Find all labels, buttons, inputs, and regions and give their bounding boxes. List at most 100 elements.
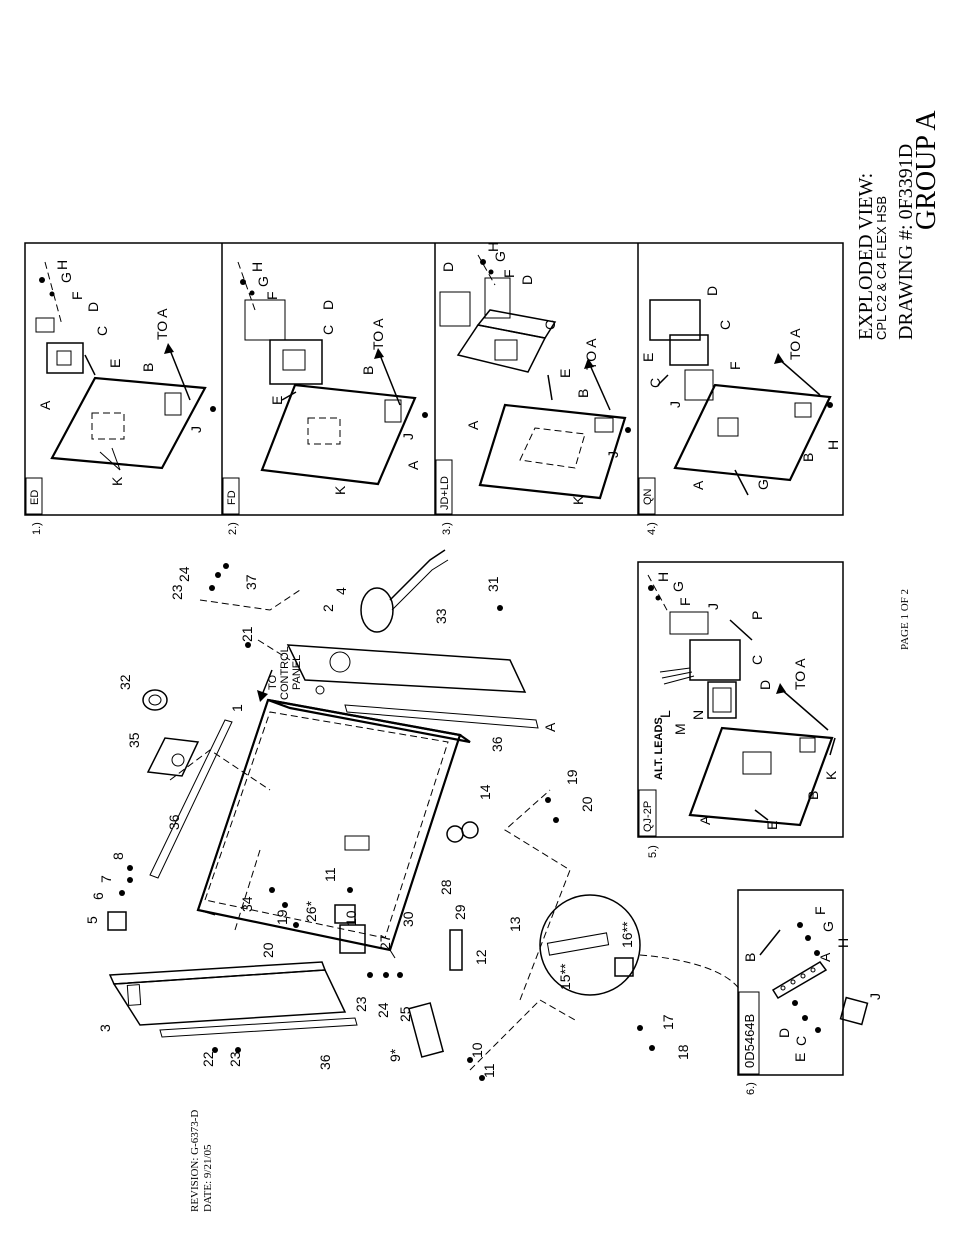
callout-37: 37 <box>243 574 259 590</box>
breaker-top <box>476 309 557 339</box>
nut-f <box>797 922 803 928</box>
drawing-number-text: DRAWING #: 0F3391D <box>895 144 917 340</box>
label-b: B <box>805 791 821 800</box>
label-l: L <box>657 710 673 718</box>
fastener <box>127 877 133 883</box>
label-j: J <box>400 433 416 440</box>
shield-plate <box>484 277 511 319</box>
panel-code-text: FD <box>226 490 238 505</box>
cover-plate-35 <box>146 737 200 777</box>
group-title: GROUP A <box>911 110 942 230</box>
assembly-line <box>234 849 261 931</box>
fastener-axis <box>237 261 256 311</box>
cutout <box>519 427 586 469</box>
label-n: N <box>690 710 706 720</box>
screw <box>657 374 669 386</box>
label-e: E <box>764 821 780 830</box>
callout-2: 2 <box>320 604 336 612</box>
arrowhead <box>164 343 174 354</box>
label-g: G <box>58 272 74 283</box>
label-c: C <box>793 1036 809 1046</box>
fastener <box>293 922 299 928</box>
leader <box>99 451 121 471</box>
cover-plate <box>260 383 417 486</box>
panel-ed: 1.) ED A B C D E F G H J K TO A <box>25 260 216 535</box>
svg-text:PANEL: PANEL <box>291 655 303 690</box>
breaker-body <box>649 299 701 341</box>
callout-27: 27 <box>377 934 393 950</box>
label-c: C <box>320 325 336 335</box>
cover-plate <box>673 383 832 482</box>
callout-36c: 36 <box>489 736 505 752</box>
panel-fd: 2.) FD A B C D E F G H J K TO A <box>222 261 428 535</box>
fitting-14 <box>446 825 464 843</box>
washer-g <box>805 935 811 941</box>
label-f: F <box>812 906 828 915</box>
callout-11b: 11 <box>481 1063 497 1078</box>
label-g: G <box>755 479 771 490</box>
conduit-cable <box>389 549 446 601</box>
label-h: H <box>825 440 841 450</box>
label-b: B <box>360 366 376 375</box>
nut-c <box>792 1000 798 1006</box>
callout-31: 31 <box>485 576 501 592</box>
label-h: H <box>655 572 671 582</box>
fastener <box>269 887 275 893</box>
callout-36: 36 <box>166 814 182 830</box>
terminal-block-9 <box>407 1002 445 1058</box>
to-a-arrow <box>781 689 829 731</box>
label-g: G <box>255 276 271 287</box>
revision-label: REVISION: G-6373-D <box>189 1110 201 1212</box>
cabinet-edge <box>197 909 216 916</box>
panel-index-text: 3.) <box>441 522 453 535</box>
callout-17: 17 <box>660 1014 676 1030</box>
fastener <box>235 1047 241 1053</box>
revision-text: REVISION: G-6373-D <box>189 1110 201 1212</box>
detail-circle <box>539 894 641 996</box>
panel-code-text: ED <box>29 490 41 505</box>
arrowhead <box>257 690 268 702</box>
arrowhead <box>774 353 784 364</box>
panel-code-box <box>638 477 656 515</box>
label-h: H <box>249 262 265 272</box>
label-a: A <box>697 815 713 825</box>
date-label: DATE: 9/21/05 <box>202 1144 214 1212</box>
fastener <box>282 902 288 908</box>
callout-34: 34 <box>239 896 255 912</box>
to-a-arrow <box>589 364 611 411</box>
panel-code-text: JD+LD <box>439 476 451 510</box>
lockwasher-e <box>815 1027 821 1033</box>
fastener <box>223 563 229 569</box>
callout-8: 8 <box>110 852 126 860</box>
panel-index-text: 5.) <box>647 845 659 858</box>
mounting-kit-inner <box>712 687 732 713</box>
washer <box>49 291 55 297</box>
terminal-hole <box>810 967 816 973</box>
fastener <box>383 972 389 978</box>
fastener <box>215 572 221 578</box>
shield-plate <box>669 611 709 635</box>
label-k: K <box>332 485 348 495</box>
panel-subtitle-text: ALT. LEADS <box>653 717 665 780</box>
gasket-strip-top <box>149 719 233 879</box>
terminal-hole <box>790 979 796 985</box>
terminal-strip-15 <box>546 932 610 956</box>
screw-j <box>422 412 428 418</box>
callout-26: 26* <box>303 900 319 922</box>
fitting-14 <box>461 821 479 839</box>
fastener <box>553 817 559 823</box>
fastener <box>637 1025 643 1031</box>
leader <box>111 447 121 471</box>
washer <box>655 595 661 601</box>
side-channel-hole <box>126 984 142 1006</box>
cover-plate <box>478 403 627 500</box>
callout-21: 21 <box>239 626 255 642</box>
svg-text:CONTROL: CONTROL <box>279 646 291 700</box>
callout-23b: 23 <box>227 1051 243 1067</box>
view-title: EXPLODED VIEW: <box>855 173 877 340</box>
label-c: C <box>749 655 765 665</box>
panel-border <box>737 889 844 1076</box>
label-e: E <box>640 353 656 362</box>
label-p: P <box>749 611 765 620</box>
